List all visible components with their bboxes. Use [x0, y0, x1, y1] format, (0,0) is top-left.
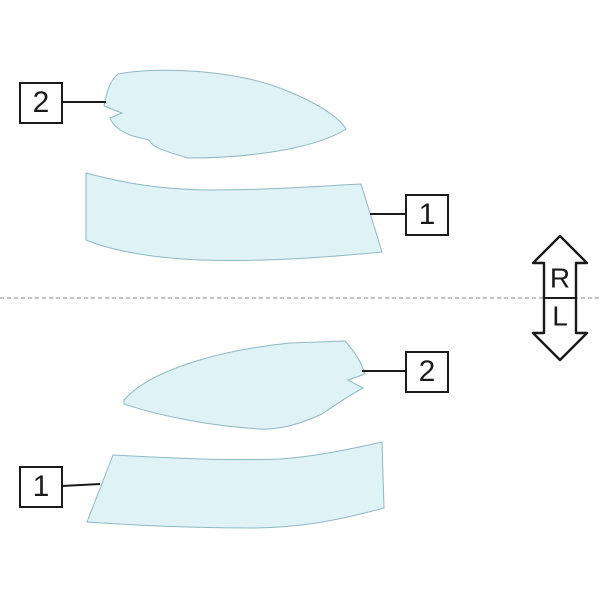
- right-part-2-callout-box: [19, 82, 63, 124]
- orientation-right-label: R: [550, 262, 570, 293]
- left-part-1-callout-label: 1: [33, 470, 50, 503]
- right-part-2-shape: [103, 69, 347, 159]
- left-part-2-callout-box: [405, 351, 449, 393]
- right-side-group: 2 1: [19, 69, 449, 262]
- left-part-2-callout-label: 2: [419, 355, 436, 388]
- orientation-double-arrow: R L: [531, 234, 589, 362]
- left-part-1-leader: [61, 483, 101, 487]
- orientation-left-label: L: [552, 300, 568, 331]
- right-part-1-shape: [85, 172, 383, 262]
- right-part-1-callout-label: 1: [419, 198, 436, 231]
- left-part-1-shape: [86, 441, 385, 529]
- right-part-1-callout-box: [405, 194, 449, 236]
- left-side-group: 2 1: [19, 340, 449, 529]
- left-part-2-shape: [123, 340, 366, 430]
- right-part-2-callout-label: 2: [33, 86, 50, 119]
- left-part-1-callout-box: [19, 466, 63, 508]
